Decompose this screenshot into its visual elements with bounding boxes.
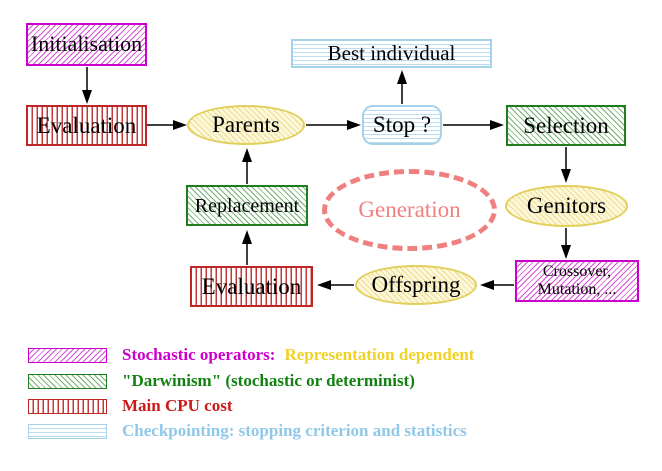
generation-label: Generation [358, 197, 461, 223]
legend-row-checkpointing: Checkpointing: stopping criterion and st… [28, 421, 467, 441]
legend-swatch-stochastic-operators [28, 347, 107, 363]
legend-swatch-darwinism [28, 373, 107, 389]
node-evaluation-bottom: Evaluation [190, 266, 313, 307]
arrow-stop-to-best-individual [397, 70, 407, 104]
arrow-offspring-to-evaluation [317, 280, 354, 290]
legend-text-main-cpu-cost: Main CPU cost [122, 396, 233, 415]
node-crossover-mutation: Crossover, Mutation, ... [515, 260, 639, 302]
legend-swatch-checkpointing [28, 423, 107, 439]
legend-text-representation-dependent: Representation dependent [284, 345, 475, 364]
node-parents: Parents [187, 105, 305, 145]
node-crossover-line1: Crossover, [542, 263, 612, 281]
legend-text-darwinism: "Darwinism" (stochastic or determinist) [122, 371, 415, 390]
node-initialisation: Initialisation [26, 23, 147, 66]
node-evaluation-bottom-label: Evaluation [201, 273, 302, 299]
arrow-initialisation-to-evaluation [82, 67, 92, 104]
node-initialisation-label: Initialisation [30, 31, 143, 57]
arrow-crossover-to-offspring [480, 280, 514, 290]
generation-loop-ellipse: Generation [322, 169, 497, 251]
arrow-selection-to-genitors [561, 147, 571, 183]
arrow-evaluation-to-replacement [242, 230, 252, 265]
legend-text-checkpointing: Checkpointing: stopping criterion and st… [122, 421, 467, 440]
legend-text-stochastic-operators: Stochastic operators: [122, 345, 276, 364]
node-replacement-label: Replacement [194, 194, 300, 217]
arrow-genitors-to-crossover [561, 228, 571, 259]
node-offspring-label: Offspring [371, 272, 461, 298]
node-genitors: Genitors [505, 185, 628, 227]
arrow-evaluation-to-parents [147, 120, 187, 130]
arrow-parents-to-stop [306, 120, 361, 130]
node-replacement: Replacement [186, 185, 308, 226]
arrow-stop-to-selection [443, 120, 504, 130]
node-stop-label: Stop ? [372, 112, 432, 138]
legend-row-stochastic-operators: Stochastic operators: Representation dep… [28, 345, 474, 365]
legend-row-main-cpu-cost: Main CPU cost [28, 396, 232, 416]
node-evaluation-top: Evaluation [26, 105, 147, 146]
node-best-individual: Best individual [291, 39, 492, 68]
node-genitors-label: Genitors [526, 193, 607, 219]
legend-swatch-main-cpu-cost [28, 398, 107, 414]
node-crossover-line2: Mutation, ... [537, 281, 617, 298]
arrow-replacement-to-parents [242, 148, 252, 184]
node-selection-label: Selection [523, 112, 609, 138]
node-offspring: Offspring [355, 265, 477, 305]
node-best-individual-label: Best individual [327, 40, 456, 65]
node-selection: Selection [506, 105, 626, 146]
node-stop: Stop ? [362, 105, 442, 145]
node-parents-label: Parents [212, 112, 280, 138]
node-evaluation-top-label: Evaluation [36, 112, 137, 138]
legend-row-darwinism: "Darwinism" (stochastic or determinist) [28, 371, 415, 391]
